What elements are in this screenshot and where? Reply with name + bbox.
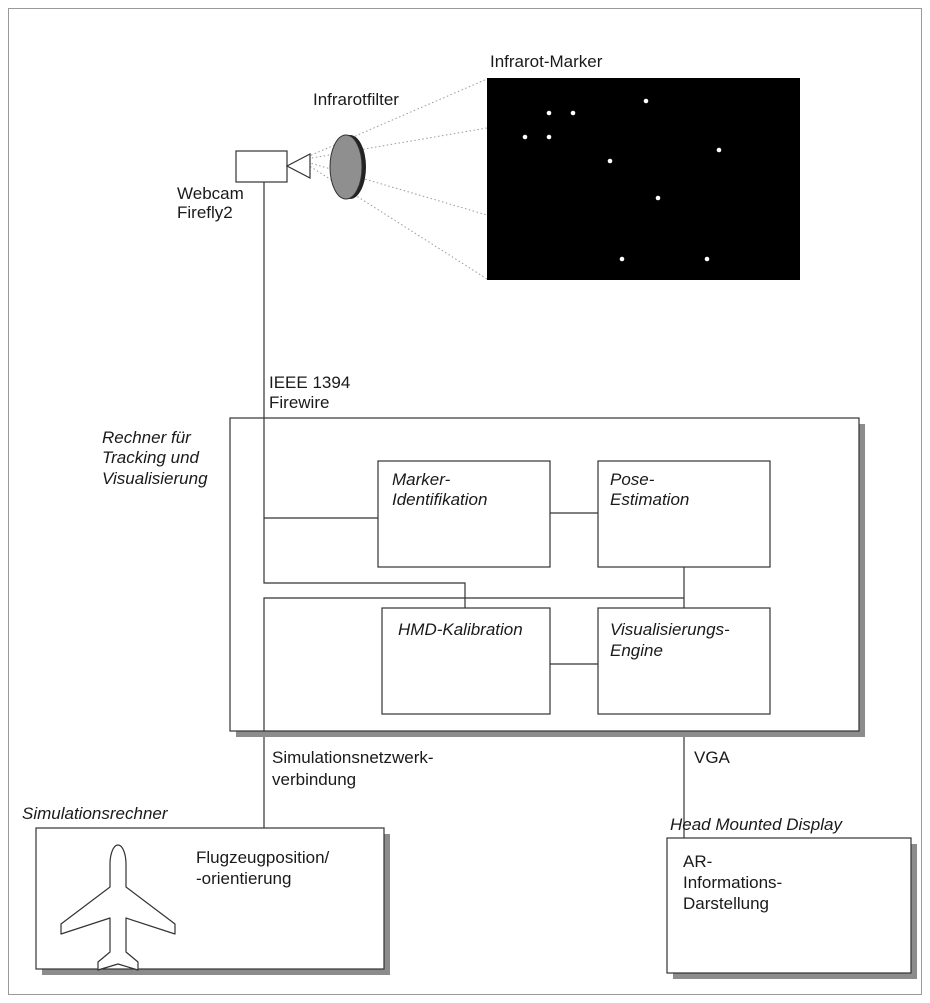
pose-estimation-box	[597, 460, 771, 568]
hmd-label: Head Mounted Display	[670, 815, 843, 834]
hmd-calibration-label: HMD-Kalibration	[398, 620, 523, 639]
view-frustum	[299, 78, 488, 280]
ar-display-line3: Darstellung	[683, 894, 769, 913]
infrared-marker-label: Infrarot-Marker	[490, 52, 603, 71]
simnet-label-line1: Simulationsnetzwerk-	[272, 748, 434, 767]
webcam-label-line2: Firefly2	[177, 203, 233, 222]
computer-label-line3: Visualisierung	[102, 469, 208, 488]
infrared-marker-panel	[487, 78, 800, 280]
marker-dot	[643, 98, 649, 104]
ar-display-line1: AR-	[683, 852, 712, 871]
simnet-label-line2: verbindung	[272, 770, 356, 789]
visualisation-engine-box	[597, 607, 771, 715]
ieee-label-line2: Firewire	[269, 393, 329, 412]
marker-identification-box	[377, 460, 551, 568]
ieee-label-line1: IEEE 1394	[269, 373, 350, 392]
vga-label: VGA	[694, 748, 731, 767]
computer-label-line1: Rechner für	[102, 428, 192, 447]
infrared-filter-icon	[329, 134, 366, 200]
diagram-frame	[8, 8, 922, 995]
marker-dot	[704, 256, 710, 262]
marker-identification-line2: Identifikation	[392, 490, 487, 509]
marker-dot	[570, 110, 576, 116]
simnet-inner-line	[263, 597, 684, 731]
marker-dot	[619, 256, 625, 262]
marker-dot	[546, 110, 552, 116]
hmd-calibration-box	[381, 607, 551, 715]
marker-identification-line1: Marker-	[392, 470, 451, 489]
simulation-computer-label: Simulationsrechner	[22, 804, 169, 823]
marker-dot	[607, 158, 613, 164]
webcam-label-line1: Webcam	[177, 184, 244, 203]
aircraft-position-line2: -orientierung	[196, 869, 291, 888]
visualisation-engine-line1: Visualisierungs-	[610, 620, 730, 639]
airplane-icon	[60, 844, 176, 971]
aircraft-position-line1: Flugzeugposition/	[196, 848, 330, 867]
visualisation-engine-line2: Engine	[610, 641, 663, 660]
marker-dot	[716, 147, 722, 153]
infrared-filter-label: Infrarotfilter	[313, 90, 399, 109]
ar-display-box	[666, 837, 912, 974]
computer-label-line2: Tracking und	[102, 448, 200, 467]
calib-branch-line	[263, 518, 466, 608]
pose-estimation-line2: Estimation	[610, 490, 689, 509]
pose-estimation-line1: Pose-	[610, 470, 655, 489]
webcam-icon	[235, 150, 311, 183]
infrared-marker-dots	[522, 98, 722, 262]
marker-dot	[546, 134, 552, 140]
marker-dot	[522, 134, 528, 140]
ar-display-line2: Informations-	[683, 873, 782, 892]
marker-dot	[655, 195, 661, 201]
